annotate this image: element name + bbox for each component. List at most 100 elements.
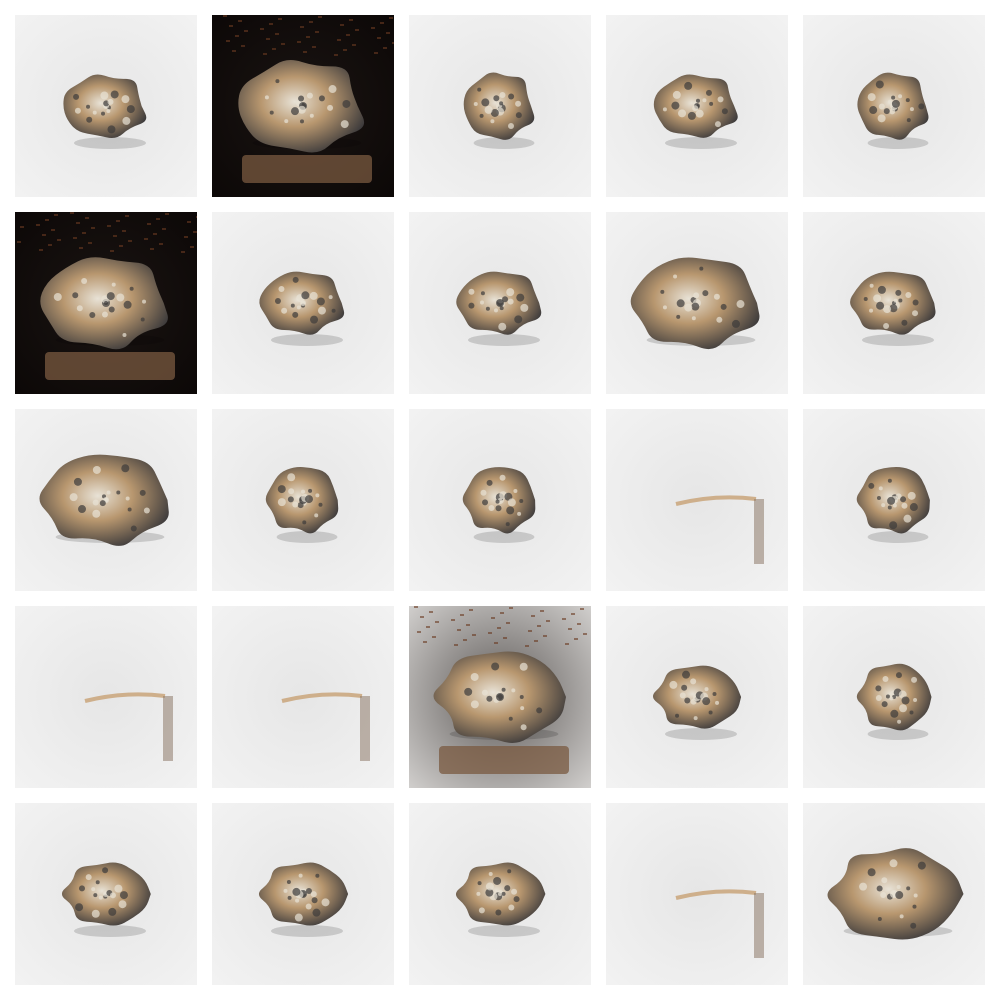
texture-speck [525, 645, 529, 647]
texture-speck [509, 607, 513, 609]
texture-speck [349, 19, 353, 21]
rock-speckle [681, 684, 688, 691]
texture-speck [260, 28, 264, 30]
rock-speckle [89, 311, 96, 318]
rock-speckle [304, 495, 313, 504]
rock-speckle [875, 80, 884, 89]
rock-speckle [294, 913, 303, 922]
tile-image [15, 15, 197, 197]
rock-speckle [513, 896, 520, 903]
rock-speckle [98, 895, 103, 900]
rock-speckle [292, 501, 299, 508]
texture-speck [392, 42, 394, 44]
rock-speckle [508, 122, 515, 129]
rock-speckle [899, 914, 904, 919]
texture-speck [238, 20, 242, 22]
rock-speckle [496, 693, 504, 701]
rock-speckle [499, 306, 504, 311]
rock-speckle [507, 498, 516, 507]
rock-speckle [731, 319, 740, 328]
rock-speckle [699, 266, 704, 271]
generated-image-tile [803, 15, 985, 197]
rock-speckle [885, 694, 890, 699]
texture-speck [374, 52, 378, 54]
rock-speckle [485, 306, 490, 311]
rock-speckle [481, 98, 490, 107]
texture-speck [193, 231, 197, 233]
rock-speckle [493, 95, 500, 102]
rock-speckle [126, 105, 135, 114]
rock-speckle [673, 274, 678, 279]
rock-speckle [709, 101, 714, 106]
texture-speck [107, 225, 111, 227]
rock-speckle [895, 289, 902, 296]
rock-speckle [892, 503, 897, 508]
generated-image-tile [409, 606, 591, 788]
rock-speckle [672, 90, 681, 99]
rock-speckle [127, 507, 132, 512]
rock-speckle [910, 922, 917, 929]
rock-speckle [675, 713, 680, 718]
generated-image-tile [803, 409, 985, 591]
lower-rock-band [242, 155, 372, 183]
streak-mark [675, 889, 757, 900]
texture-speck [488, 632, 492, 634]
rock-speckle [702, 98, 707, 103]
rock-speckle [269, 110, 274, 115]
rock-speckle [284, 119, 289, 124]
rock-speckle [684, 697, 691, 704]
rock-speckle [682, 670, 691, 679]
texture-speck [540, 610, 544, 612]
texture-speck [546, 620, 550, 622]
rock-speckle [290, 303, 295, 308]
rock-speckle [123, 300, 132, 309]
rock-speckle [506, 288, 515, 297]
rock-speckle [505, 522, 510, 527]
rock-speckle [906, 886, 911, 891]
rock-shadow [867, 137, 929, 149]
rock-speckle [328, 295, 333, 300]
texture-speck [420, 616, 424, 618]
generated-image-tile [409, 409, 591, 591]
rock-speckle [129, 286, 134, 291]
lower-rock-band [439, 746, 569, 774]
texture-speck [309, 21, 313, 23]
rock-speckle [692, 105, 699, 112]
rock-speckle [116, 293, 125, 302]
rock-speckle [275, 79, 280, 84]
rock-speckle [905, 98, 910, 103]
texture-speck [355, 29, 359, 31]
generated-image-tile [15, 606, 197, 788]
rock-speckle [896, 885, 901, 890]
rock-speckle [508, 904, 515, 911]
texture-speck [150, 248, 154, 250]
rock-speckle [315, 493, 320, 498]
texture-speck [562, 618, 566, 620]
rock-speckle [662, 305, 667, 310]
rock-speckle [312, 908, 321, 917]
rock-speckle [316, 297, 325, 306]
rock-speckle [911, 676, 918, 683]
tile-image [409, 409, 591, 591]
rock-speckle [881, 701, 888, 708]
rock-speckle [342, 99, 351, 108]
streak-mark [754, 893, 764, 958]
texture-speck [417, 631, 421, 633]
rock-speckle [121, 464, 130, 473]
rock-speckle [895, 672, 902, 679]
rock-speckle [693, 716, 698, 721]
rock-shadow [468, 925, 540, 937]
rock-speckle [85, 874, 92, 881]
rock-speckle [909, 503, 918, 512]
generated-image-tile [409, 212, 591, 394]
rock-speckle [499, 474, 506, 481]
rock-shadow [74, 137, 146, 149]
texture-speck [119, 245, 123, 247]
texture-speck [88, 242, 92, 244]
generated-image-tile [606, 409, 788, 591]
rock-speckle [317, 306, 326, 315]
rock-speckle [292, 311, 299, 318]
rock-speckle [102, 867, 109, 874]
texture-speck [497, 627, 501, 629]
rock-speckle [308, 488, 313, 493]
